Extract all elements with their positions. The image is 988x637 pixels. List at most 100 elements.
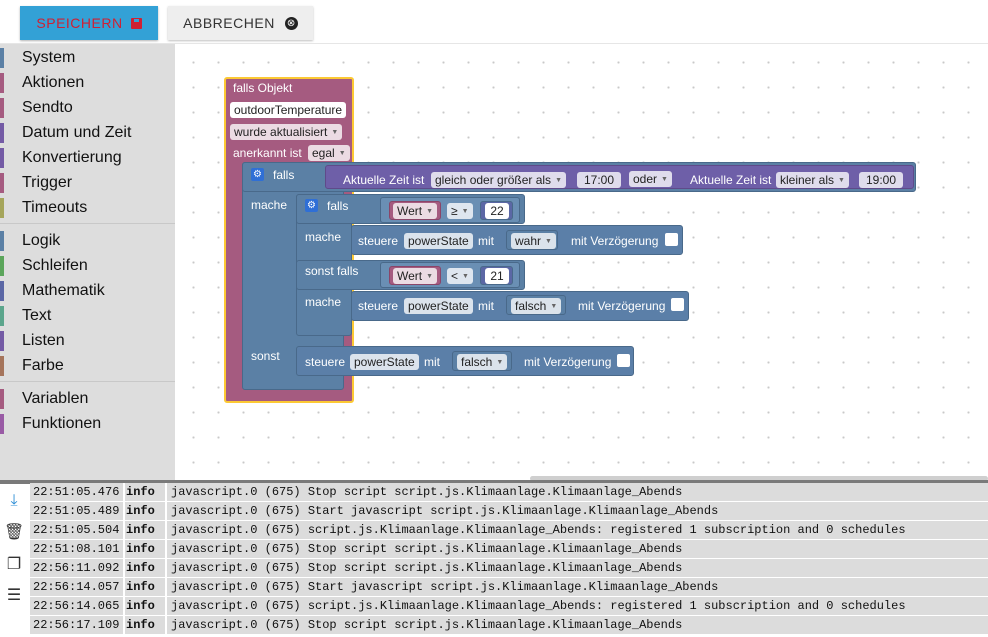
category-color-swatch	[0, 173, 4, 193]
dropdown-arrow-icon: ▼	[426, 272, 434, 280]
list-icon[interactable]: ☰	[6, 585, 22, 604]
category-color-swatch	[0, 389, 4, 409]
trash-icon[interactable]: 🗑	[4, 522, 25, 541]
cancel-label: ABBRECHEN	[183, 15, 275, 31]
ack-value: egal	[312, 146, 335, 160]
cmp1-value[interactable]: 22	[485, 203, 509, 219]
category-item[interactable]: Timeouts	[0, 196, 175, 220]
bool3-dropdown[interactable]: falsch▼	[457, 354, 508, 370]
category-item[interactable]: System	[0, 46, 175, 70]
control3-object[interactable]: powerState	[350, 354, 419, 370]
category-item[interactable]: Funktionen	[0, 412, 175, 436]
wert1-dropdown[interactable]: Wert▼	[393, 203, 438, 219]
category-item[interactable]: Listen	[0, 329, 175, 353]
close-circle-icon: ⊗	[284, 16, 298, 30]
log-column-divider	[165, 521, 167, 539]
time1-label: Aktuelle Zeit ist	[343, 173, 425, 187]
inner-do-label: mache	[305, 230, 342, 244]
ack-dropdown[interactable]: egal▼	[308, 145, 350, 161]
cmp2-op-dropdown[interactable]: <▼	[447, 268, 473, 284]
trigger-block-inner	[226, 164, 246, 397]
category-item[interactable]: Schleifen	[0, 254, 175, 278]
control2-with: mit	[478, 299, 494, 313]
control1-object[interactable]: powerState	[404, 233, 473, 249]
control2-object[interactable]: powerState	[404, 298, 473, 314]
log-column-divider	[123, 483, 125, 501]
category-label: Logik	[22, 232, 61, 249]
control3-delay: mit Verzögerung	[524, 355, 612, 369]
category-label: Farbe	[22, 357, 64, 374]
category-item[interactable]: Sendto	[0, 96, 175, 120]
category-color-swatch	[0, 73, 4, 93]
log-time: 22:51:05.504	[33, 523, 120, 537]
delay1-checkbox[interactable]	[665, 233, 678, 246]
save-button[interactable]: SPEICHERN	[20, 6, 158, 40]
time2-value[interactable]: 19:00	[859, 172, 903, 188]
gear-icon[interactable]: ⚙	[305, 199, 318, 212]
log-column-divider	[165, 616, 167, 634]
category-item[interactable]: Trigger	[0, 171, 175, 195]
category-item[interactable]: Konvertierung	[0, 146, 175, 170]
download-icon[interactable]: ⤓	[10, 490, 18, 509]
floppy-icon	[130, 17, 142, 29]
category-item[interactable]: Datum und Zeit	[0, 121, 175, 145]
bool1-dropdown[interactable]: wahr▼	[511, 233, 556, 249]
dropdown-arrow-icon: ▼	[838, 176, 845, 184]
log-column-divider	[123, 521, 125, 539]
cmp1-op-dropdown[interactable]: ≥▼	[447, 203, 473, 219]
control1-delay: mit Verzögerung	[571, 234, 659, 248]
category-label: Sendto	[22, 99, 73, 116]
category-color-swatch	[0, 306, 4, 326]
inner-if-label: falls	[327, 199, 349, 213]
category-label: Mathematik	[22, 282, 105, 299]
log-time: 22:56:14.065	[33, 599, 120, 613]
log-message: javascript.0 (675) Stop script script.js…	[171, 485, 683, 499]
dropdown-arrow-icon: ▼	[661, 175, 668, 183]
copy-icon[interactable]: ❐	[6, 554, 22, 573]
workspace-horizontal-scrollbar[interactable]	[530, 476, 988, 481]
category-item[interactable]: Logik	[0, 229, 175, 253]
category-label: Funktionen	[22, 415, 102, 432]
delay2-checkbox[interactable]	[671, 298, 684, 311]
dropdown-arrow-icon: ▼	[555, 176, 562, 184]
gear-icon[interactable]: ⚙	[251, 168, 264, 181]
cmp1-op: ≥	[451, 204, 458, 218]
bool3-value: falsch	[461, 355, 493, 369]
log-level: info	[126, 618, 155, 632]
or-label: oder	[633, 172, 658, 186]
time2-op-dropdown[interactable]: kleiner als▼	[776, 172, 849, 188]
log-level: info	[126, 523, 155, 537]
category-color-swatch	[0, 123, 4, 143]
cmp2-value[interactable]: 21	[485, 268, 509, 284]
or-dropdown[interactable]: oder▼	[629, 171, 672, 187]
object-id-field[interactable]: outdoorTemperature	[230, 102, 347, 118]
log-message: javascript.0 (675) script.js.Klimaanlage…	[171, 523, 906, 537]
category-item[interactable]: Variablen	[0, 387, 175, 411]
log-level: info	[126, 561, 155, 575]
category-separator	[0, 381, 175, 382]
time2-label: Aktuelle Zeit ist	[690, 173, 772, 187]
category-color-swatch	[0, 98, 4, 118]
category-item[interactable]: Farbe	[0, 354, 175, 378]
time1-op-dropdown[interactable]: gleich oder größer als▼	[431, 172, 566, 188]
category-label: Text	[22, 307, 52, 324]
delay3-checkbox[interactable]	[617, 354, 630, 367]
category-item[interactable]: Mathematik	[0, 279, 175, 303]
log-column-divider	[123, 616, 125, 634]
dropdown-arrow-icon: ▼	[496, 358, 504, 366]
category-item[interactable]: Aktionen	[0, 71, 175, 95]
wert2-dropdown[interactable]: Wert▼	[393, 268, 438, 284]
bool2-dropdown[interactable]: falsch▼	[511, 298, 562, 314]
dropdown-arrow-icon: ▼	[338, 149, 346, 157]
blockly-workspace[interactable]: falls Objekt outdoorTemperature wurde ak…	[175, 44, 988, 480]
log-column-divider	[165, 483, 167, 501]
time1-value[interactable]: 17:00	[577, 172, 621, 188]
log-level: info	[126, 542, 155, 556]
trigger-type-dropdown[interactable]: wurde aktualisiert▼	[230, 124, 343, 140]
control1-label: steuere	[358, 234, 399, 248]
log-message: javascript.0 (675) Stop script script.js…	[171, 618, 683, 632]
cancel-button[interactable]: ABBRECHEN ⊗	[168, 6, 313, 40]
category-item[interactable]: Text	[0, 304, 175, 328]
